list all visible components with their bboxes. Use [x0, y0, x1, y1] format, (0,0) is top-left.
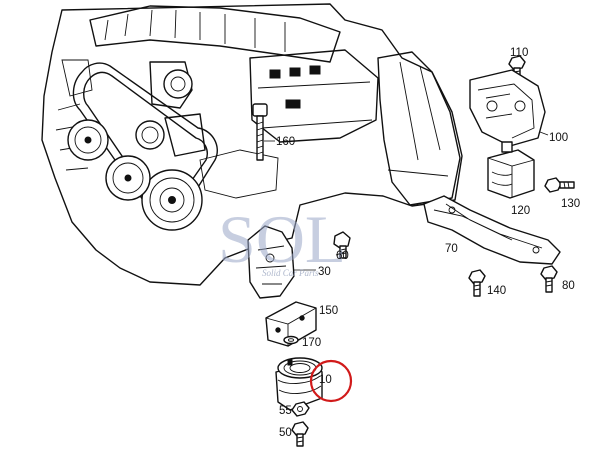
highlight-circle [309, 359, 353, 403]
part-150-damper [265, 301, 317, 347]
part-30-bracket [247, 225, 316, 299]
part-55-nut [291, 401, 310, 417]
callout-30: 30 [318, 266, 331, 278]
part-70-crossmember [423, 195, 561, 265]
callout-130: 130 [561, 198, 580, 210]
watermark-subtext: Solid Car Parts [262, 268, 319, 278]
pulley-small [135, 120, 165, 150]
callout-150: 150 [319, 305, 338, 317]
pulley-middle [105, 155, 151, 201]
pulley-lower [141, 169, 203, 231]
part-160-bolt [252, 103, 275, 161]
part-10-engine-mount [275, 357, 323, 411]
callout-120: 120 [511, 205, 530, 217]
callout-80: 80 [562, 280, 575, 292]
callout-140: 140 [487, 285, 506, 297]
cover-slot-3 [309, 65, 321, 75]
part-130-bolt [544, 177, 575, 193]
part-50-bolt [291, 421, 309, 447]
part-120-trans-mount [487, 141, 535, 199]
callout-55: 55 [279, 405, 292, 417]
cover-slot-2 [289, 67, 301, 77]
callout-10: 10 [319, 374, 332, 386]
cover-slot-1 [269, 69, 281, 79]
pulley-top [163, 69, 193, 99]
part-170-washer [283, 335, 299, 345]
callout-labels: 110 100 160 120 130 70 60 30 140 80 150 … [276, 47, 580, 439]
callout-60: 60 [336, 250, 349, 262]
callout-70: 70 [445, 243, 458, 255]
callout-110: 110 [510, 47, 528, 59]
callout-170: 170 [302, 337, 321, 349]
callout-100: 100 [549, 132, 568, 144]
watermark: SOL Solid Car Parts [218, 201, 346, 278]
part-80-bolt [540, 265, 558, 293]
callout-160: 160 [276, 136, 295, 148]
callout-50: 50 [279, 427, 292, 439]
part-140-bolt [468, 269, 486, 297]
cover-slot-4 [285, 99, 301, 109]
part-100-bracket [469, 69, 549, 147]
watermark-logo: SOL [218, 201, 346, 277]
pulley-upper [67, 119, 109, 161]
part-60-bolt [333, 231, 351, 259]
